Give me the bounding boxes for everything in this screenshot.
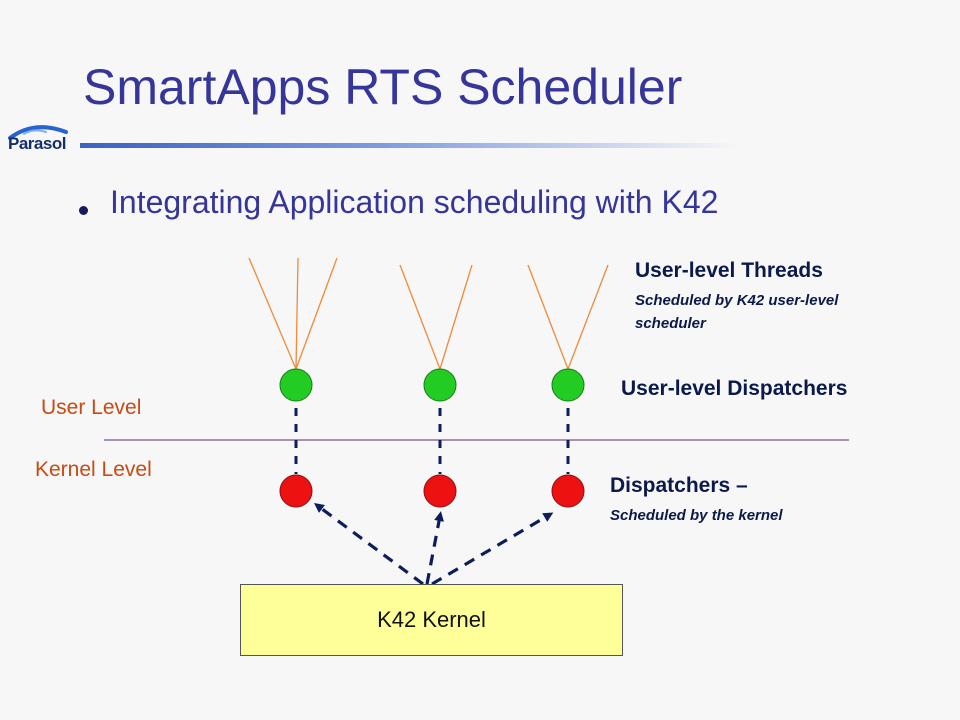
dispatchers-sub-label: Scheduled by the kernel: [610, 507, 783, 524]
thread-lines-group-3: [527, 264, 609, 370]
user-dispatcher-3: [551, 368, 585, 402]
kernel-dispatcher-3: [551, 474, 585, 508]
kernel-dispatcher-1: [279, 474, 313, 508]
user-level-label: User Level: [41, 396, 142, 419]
bullet-icon: [79, 206, 88, 215]
parasol-logo-icon: [8, 125, 68, 140]
dispatchers-label: Dispatchers –: [610, 474, 748, 497]
k42-kernel-box: K42 Kernel: [240, 584, 623, 656]
thread-line: [527, 264, 569, 370]
user-dispatchers-label: User-level Dispatchers: [621, 377, 848, 400]
thread-line: [248, 257, 297, 370]
threads-sub-line-2: scheduler: [635, 315, 706, 332]
kernel-arrow-2: [425, 511, 444, 585]
parasol-logo-text: Parasol: [8, 134, 66, 153]
kernel-arrow-3: [431, 512, 554, 586]
thread-line: [295, 257, 299, 370]
bullet-text: Integrating Application scheduling with …: [110, 184, 719, 220]
user-dispatcher-2: [423, 368, 457, 402]
threads-sub-line-1: Scheduled by K42 user-level: [635, 292, 839, 309]
slide-title: SmartApps RTS Scheduler: [83, 59, 683, 115]
user-dispatcher-1: [279, 368, 313, 402]
thread-line: [567, 264, 609, 370]
kernel-level-label: Kernel Level: [35, 458, 152, 481]
thread-line: [439, 264, 473, 370]
kernel-dispatcher-2: [423, 474, 457, 508]
kernel-arrow-1: [313, 503, 424, 586]
thread-line: [295, 257, 338, 370]
thread-lines-group-2: [399, 264, 473, 370]
threads-label: User-level Threads: [635, 259, 823, 282]
thread-line: [399, 264, 441, 370]
title-rule: [80, 143, 740, 148]
k42-kernel-label: K42 Kernel: [377, 607, 486, 632]
thread-lines-group-1: [248, 257, 338, 370]
